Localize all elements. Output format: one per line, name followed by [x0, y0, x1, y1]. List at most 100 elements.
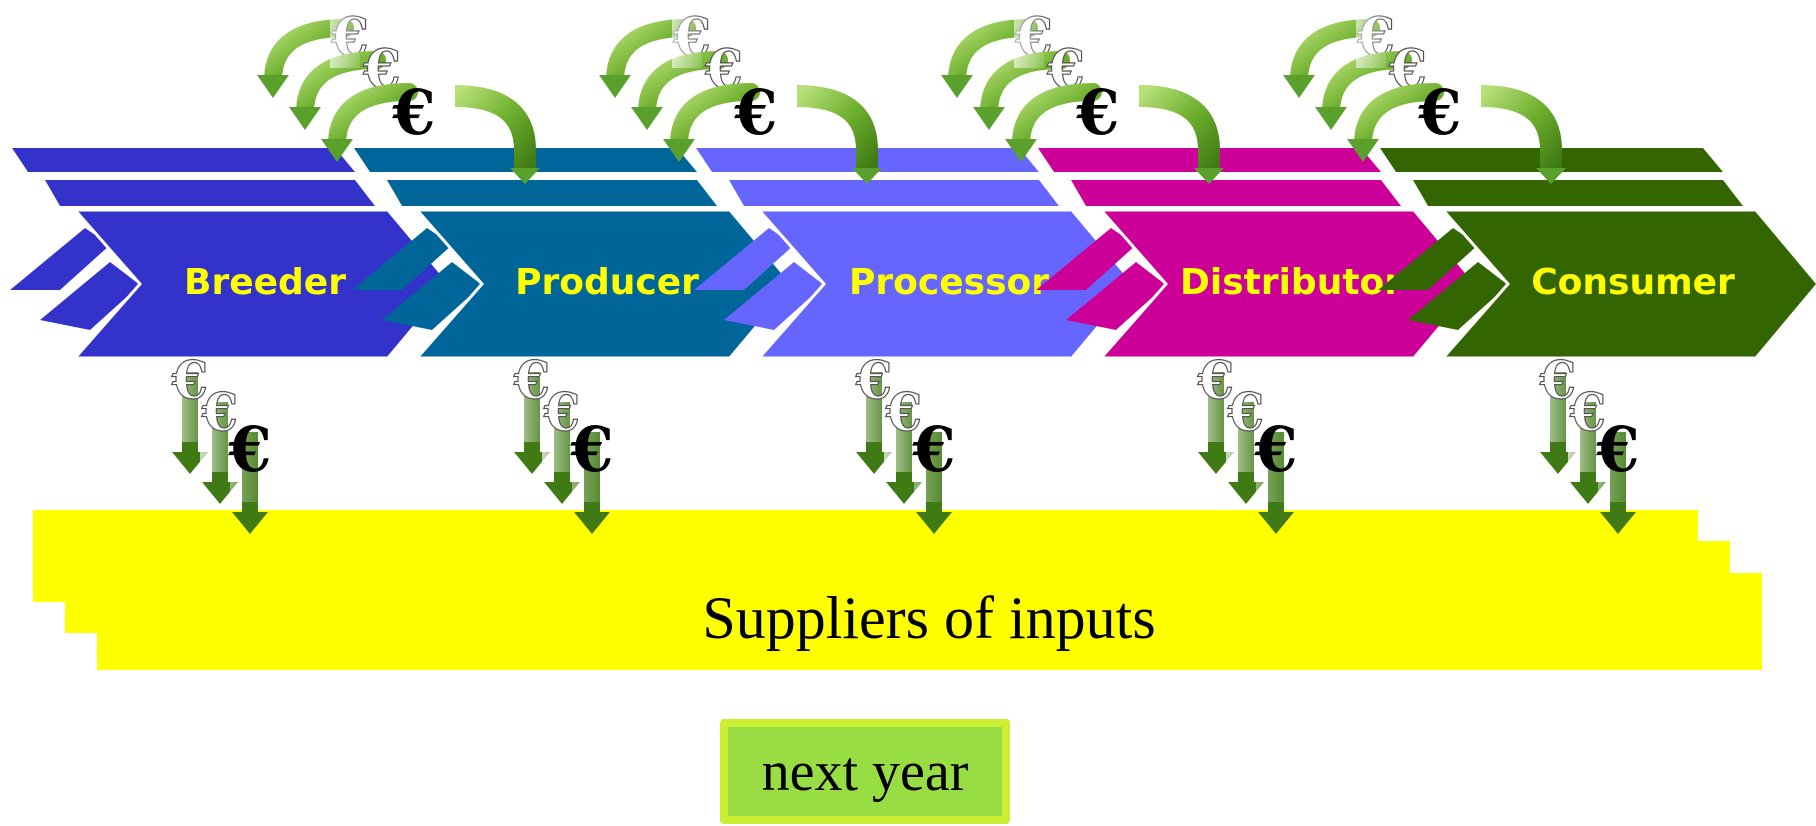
curved-arrow-icon — [328, 83, 418, 151]
arrow-head-icon — [321, 139, 353, 162]
payment-loop-distributor: €€€ — [1283, 4, 1566, 184]
chevron-shadow-mid — [1408, 262, 1508, 330]
stage-label-producer: Producer — [515, 262, 699, 303]
arrow-head-icon — [1347, 139, 1379, 162]
curved-arrow-icon — [1322, 51, 1412, 119]
down-arrow-head-icon — [544, 482, 580, 504]
chevron-breeder: Breeder — [10, 148, 452, 360]
chevron-main — [1439, 208, 1816, 360]
down-arrow-head-icon — [856, 452, 892, 474]
fade-overlay — [1196, 372, 1226, 442]
euro-icon: € — [885, 383, 922, 444]
chevron-producer: Producer — [352, 148, 794, 360]
curved-arrow-icon — [1012, 83, 1102, 151]
suppliers-bar-front — [97, 573, 1762, 670]
chevron-processor: Processor — [694, 148, 1136, 360]
money-flows: €€€€€€€€€€€€€€€€€€€€€€€€€€€ — [170, 4, 1640, 534]
euro-icon: € — [733, 76, 777, 149]
down-arrow-head-icon — [172, 452, 208, 474]
down-arrow-head-icon — [232, 512, 268, 534]
arrow-head-icon — [257, 75, 289, 98]
fade-overlay — [1356, 8, 1386, 68]
chevron-shadow-mid — [40, 262, 140, 330]
arrow-head-icon — [289, 107, 321, 130]
down-arrow-head-icon — [1258, 512, 1294, 534]
euro-icon: € — [855, 351, 892, 412]
fade-overlay — [572, 432, 602, 502]
fade-overlay — [512, 372, 542, 442]
chevron-distributor: Distributor — [1036, 148, 1478, 360]
fade-overlay — [1538, 372, 1568, 442]
hook-arrow-icon — [454, 85, 536, 172]
curved-arrow-icon — [980, 51, 1070, 119]
payment-down-processor: €€€ — [854, 350, 956, 534]
chevron-shadow-mid — [1066, 262, 1166, 330]
fade-overlay — [170, 372, 200, 442]
euro-icon: € — [1253, 413, 1297, 486]
payment-down-producer: €€€ — [512, 350, 614, 534]
curved-arrow-icon — [638, 51, 728, 119]
payment-down-consumer: €€€ — [1538, 350, 1640, 534]
next-year-button[interactable]: next year — [720, 719, 1010, 824]
hook-arrow-icon — [1138, 85, 1220, 172]
euro-icon: € — [569, 413, 613, 486]
payment-loop-breeder: €€€ — [257, 4, 540, 184]
hook-arrow-icon — [1480, 85, 1562, 172]
fade-overlay — [672, 8, 702, 68]
payment-loop-processor: €€€ — [941, 4, 1224, 184]
payment-loop-producer: €€€ — [599, 4, 882, 184]
next-year-button-label: next year — [762, 741, 969, 803]
payment-down-breeder: €€€ — [170, 350, 272, 534]
down-arrow-head-icon — [1570, 482, 1606, 504]
chevron-shadow-back — [1378, 228, 1478, 290]
down-arrow-head-icon — [886, 482, 922, 504]
curved-arrow-icon — [296, 51, 386, 119]
chevron-mid-bar — [1413, 180, 1743, 206]
euro-icon: € — [201, 383, 238, 444]
chevron-shadow-mid — [724, 262, 824, 330]
fade-overlay — [884, 402, 914, 472]
euro-icon: € — [1075, 76, 1119, 149]
arrow-head-icon — [599, 75, 631, 98]
payment-down-distributor: €€€ — [1196, 350, 1298, 534]
fade-overlay — [1226, 402, 1256, 472]
arrow-head-icon — [510, 168, 540, 184]
arrow-head-icon — [852, 168, 882, 184]
euro-icon: € — [1197, 351, 1234, 412]
arrow-head-icon — [973, 107, 1005, 130]
down-arrow-head-icon — [514, 452, 550, 474]
chevron-consumer: Consumer — [1378, 148, 1816, 360]
chevron-mid-bar — [45, 180, 375, 206]
fade-overlay — [914, 432, 944, 502]
arrow-head-icon — [1536, 168, 1566, 184]
down-arrow-head-icon — [202, 482, 238, 504]
fade-overlay — [200, 402, 230, 472]
curved-arrow-icon — [670, 83, 760, 151]
arrow-head-icon — [631, 107, 663, 130]
stage-label-breeder: Breeder — [184, 262, 346, 303]
fade-overlay — [542, 402, 572, 472]
down-arrow-head-icon — [574, 512, 610, 534]
arrow-head-icon — [1283, 75, 1315, 98]
fade-overlay — [1568, 402, 1598, 472]
arrow-head-icon — [1194, 168, 1224, 184]
euro-icon: € — [513, 351, 550, 412]
stage-label-distributor: Distributor — [1180, 262, 1402, 303]
arrow-head-icon — [1315, 107, 1347, 130]
suppliers-bar: Suppliers of inputs — [33, 510, 1762, 670]
chevron-mid-bar — [729, 180, 1059, 206]
euro-icon: € — [171, 351, 208, 412]
chevron-shadow-mid — [382, 262, 482, 330]
chevron-mid-bar — [387, 180, 717, 206]
stage-label-processor: Processor — [849, 262, 1049, 303]
chevron-main — [1097, 208, 1478, 360]
down-arrow-head-icon — [1540, 452, 1576, 474]
curved-arrow-icon — [1354, 83, 1444, 151]
fade-overlay — [330, 8, 360, 68]
arrow-head-icon — [941, 75, 973, 98]
down-arrow-head-icon — [1198, 452, 1234, 474]
euro-icon: € — [543, 383, 580, 444]
euro-icon: € — [1569, 383, 1606, 444]
chevron-mid-bar — [1071, 180, 1401, 206]
